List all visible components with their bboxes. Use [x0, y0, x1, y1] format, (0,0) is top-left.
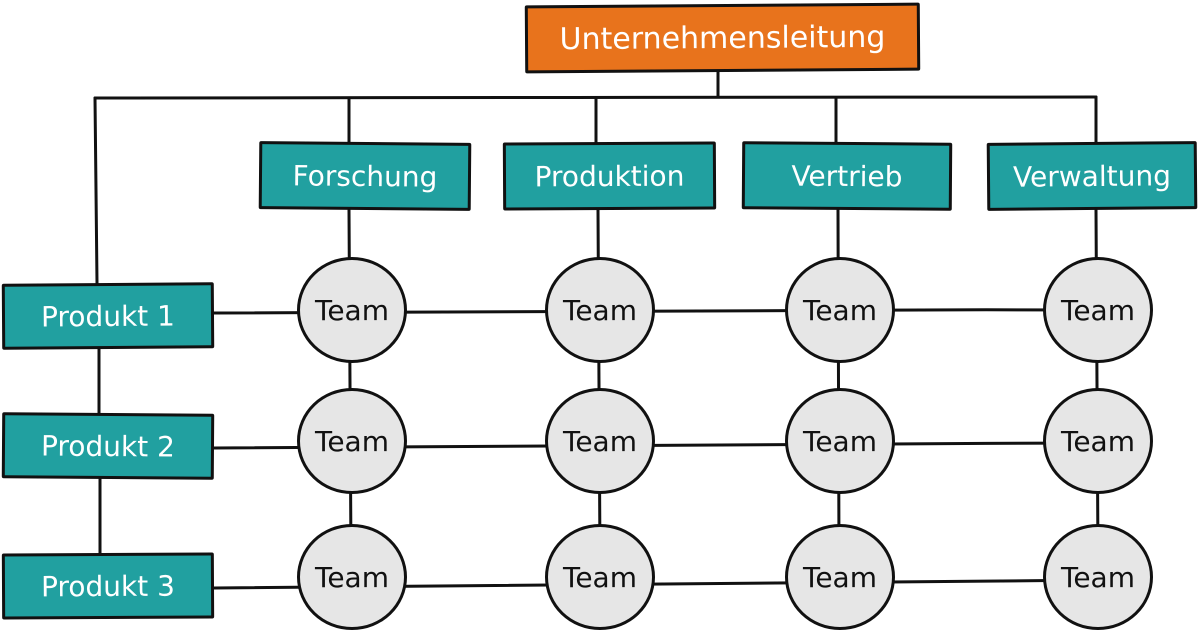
department-vertrieb-box: Vertrieb [741, 141, 953, 211]
department-produktion-box: Produktion [502, 141, 717, 211]
team-node-r3-c4: Team [1043, 524, 1153, 630]
team-node-r1-c3: Team [785, 257, 895, 363]
team-node-r2-c4: Team [1043, 388, 1153, 494]
connector-horizontal-bar [93, 95, 1098, 100]
unternehmensleitung-box: Unternehmensleitung [524, 2, 921, 74]
department-verwaltung-box: Verwaltung [986, 141, 1198, 211]
product-1-box: Produkt 1 [1, 282, 215, 350]
team-node-r2-c1: Team [297, 388, 407, 494]
team-node-r2-c2: Team [545, 388, 655, 494]
team-node-r3-c3: Team [785, 524, 895, 630]
team-node-r2-c3: Team [785, 388, 895, 494]
connector-left-vertical [93, 96, 99, 285]
product-2-box: Produkt 2 [1, 412, 215, 480]
team-node-r1-c1: Team [297, 257, 407, 363]
team-node-r1-c4: Team [1043, 257, 1153, 363]
team-node-r3-c2: Team [545, 524, 655, 630]
department-forschung-box: Forschung [258, 141, 472, 211]
team-node-r1-c2: Team [545, 257, 655, 363]
team-node-r3-c1: Team [297, 524, 407, 630]
product-3-box: Produkt 3 [1, 552, 215, 620]
